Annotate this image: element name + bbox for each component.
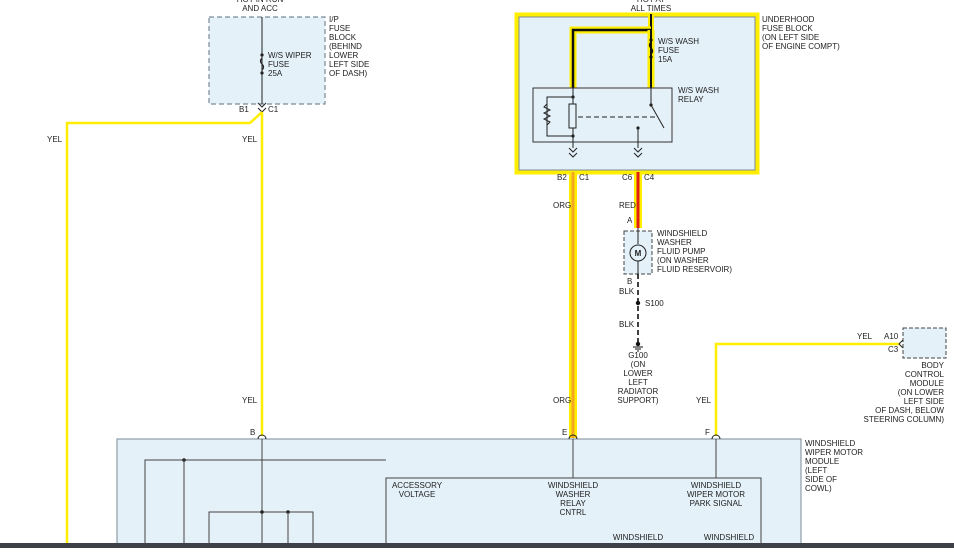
underhood-pin-c1: C1 (579, 173, 590, 182)
hot-at-all-times-label: HOT ATALL TIMES (631, 0, 671, 13)
ip-pin-b1: B1 (239, 105, 249, 114)
wire-label-org-upper: ORG (553, 201, 571, 210)
ip-fuse-dot-bottom (260, 71, 264, 75)
ground-symbol (633, 346, 643, 352)
yel-wire-f (714, 342, 900, 436)
bcm-pin-c3: C3 (888, 345, 899, 354)
wire-label-blk-1: BLK (619, 287, 635, 296)
ip-fuse-symbol (259, 57, 265, 71)
wire-label-blk-2: BLK (619, 320, 635, 329)
ip-fuse-block-box (208, 16, 326, 105)
module-pin-f: F (705, 428, 710, 437)
bcm-pin-a10: A10 (884, 332, 899, 341)
wire-label-yel-b: YEL (242, 396, 258, 405)
module-conn-e (568, 434, 578, 440)
pump-pin-b: B (627, 277, 632, 286)
bcm-box (902, 327, 947, 359)
wire-label-yel-f: YEL (696, 396, 712, 405)
relay-coil-resistor (542, 103, 552, 126)
underhood-conn-right (633, 147, 643, 158)
relay-dot-1 (571, 95, 575, 99)
wash-fuse-dot-top (649, 38, 653, 42)
pump-motor-symbol: M (635, 249, 642, 258)
relay-bus-wire (571, 28, 651, 88)
module-controller-box (385, 477, 762, 553)
underhood-conn-left (568, 147, 578, 158)
module-pin-b: B (250, 428, 255, 437)
bottom-scrollbar[interactable] (0, 543, 954, 548)
wash-fuse-symbol (648, 41, 654, 55)
underhood-pin-c6: C6 (622, 173, 633, 182)
module-conn-b (257, 434, 267, 440)
module-pin-e: E (562, 428, 567, 437)
yel-wire-left (65, 111, 263, 548)
wire-label-org-lower: ORG (553, 396, 571, 405)
ip-pin-c1: C1 (268, 105, 279, 114)
internal-dot-2 (260, 510, 264, 514)
splice-s100-label: S100 (645, 299, 664, 308)
relay-coil-frame (546, 96, 573, 137)
wash-fuse-dot-bottom (649, 55, 653, 59)
underhood-pin-c4: C4 (644, 173, 655, 182)
relay-dot-2 (571, 134, 575, 138)
ground-g100-dot (635, 341, 641, 347)
ip-fuse-dot-top (260, 53, 264, 57)
relay-switch-arm (650, 104, 665, 129)
wire-label-yel-mid: YEL (242, 135, 258, 144)
bcm-connector (898, 339, 904, 349)
bcm-wire-yel: YEL (857, 332, 873, 341)
wire-label-yel-left: YEL (47, 135, 63, 144)
module-conn-f (711, 434, 721, 440)
splice-s100-dot (635, 300, 641, 306)
relay-contact-dot (636, 126, 640, 130)
hot-in-run-label: HOT IN RUNAND ACC (237, 0, 284, 13)
underhood-pin-b2: B2 (557, 173, 567, 182)
internal-bus-top (144, 459, 386, 548)
wire-label-red: RED (619, 201, 636, 210)
pump-pin-a: A (627, 216, 633, 225)
